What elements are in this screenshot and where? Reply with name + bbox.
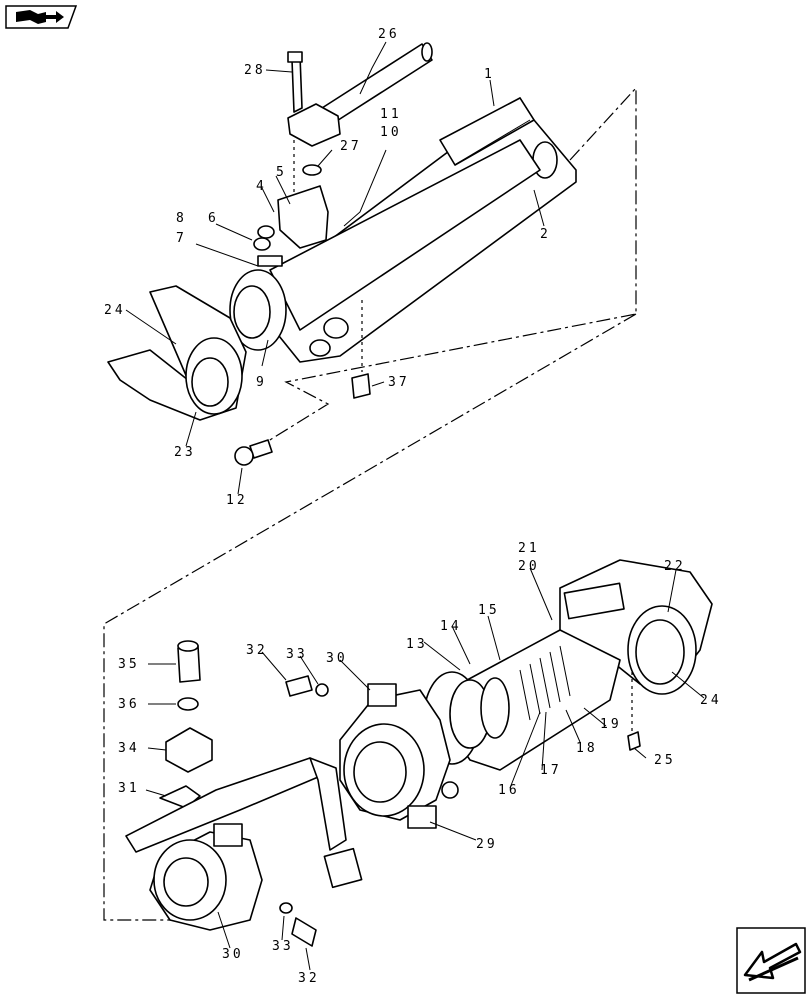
callout-34: 34 — [118, 741, 140, 756]
callout-16: 16 — [498, 783, 520, 798]
callout-12: 12 — [226, 493, 248, 508]
callout-2: 2 — [540, 227, 551, 242]
book-arrow-icon[interactable] — [5, 5, 78, 29]
callout-8: 8 — [176, 211, 187, 226]
callout-20: 20 — [518, 559, 540, 574]
callout-15: 15 — [478, 603, 500, 618]
leader-lines — [125, 41, 705, 971]
callout-22: 22 — [664, 559, 686, 574]
callout-33: 33 — [286, 647, 308, 662]
callout-37: 37 — [388, 375, 410, 390]
callout-14: 14 — [440, 619, 462, 634]
callout-36: 36 — [118, 697, 140, 712]
callout-33-lower: 33 — [272, 939, 294, 954]
callout-26: 26 — [378, 27, 400, 42]
callout-7: 7 — [176, 231, 187, 246]
callout-17: 17 — [540, 763, 562, 778]
callout-30-lower: 30 — [222, 947, 244, 962]
callout-31: 31 — [118, 781, 140, 796]
callout-13: 13 — [406, 637, 428, 652]
callout-29: 29 — [476, 837, 498, 852]
callout-24: 24 — [104, 303, 126, 318]
rod-assembly — [107, 42, 637, 466]
callout-10: 10 — [380, 125, 402, 140]
callout-25: 25 — [654, 753, 676, 768]
back-arrow-icon[interactable] — [736, 927, 806, 994]
callout-28: 28 — [244, 63, 266, 78]
callout-5: 5 — [276, 165, 287, 180]
callout-1: 1 — [484, 67, 495, 82]
callout-32: 32 — [246, 643, 268, 658]
callout-23: 23 — [174, 445, 196, 460]
callout-32-lower: 32 — [298, 971, 320, 986]
callout-24-lower: 24 — [700, 693, 722, 708]
callout-11: 11 — [380, 107, 402, 122]
callout-30: 30 — [326, 651, 348, 666]
cylinder-assembly — [103, 313, 713, 947]
callout-21: 21 — [518, 541, 540, 556]
callout-35: 35 — [118, 657, 140, 672]
callout-18: 18 — [576, 741, 598, 756]
callout-9: 9 — [256, 375, 267, 390]
callout-19: 19 — [600, 717, 622, 732]
callout-27: 27 — [340, 139, 362, 154]
callout-4: 4 — [256, 179, 267, 194]
callout-labels: 26 28 1 11 10 27 5 4 6 8 7 2 24 9 37 23 … — [104, 27, 722, 986]
callout-6: 6 — [208, 211, 219, 226]
